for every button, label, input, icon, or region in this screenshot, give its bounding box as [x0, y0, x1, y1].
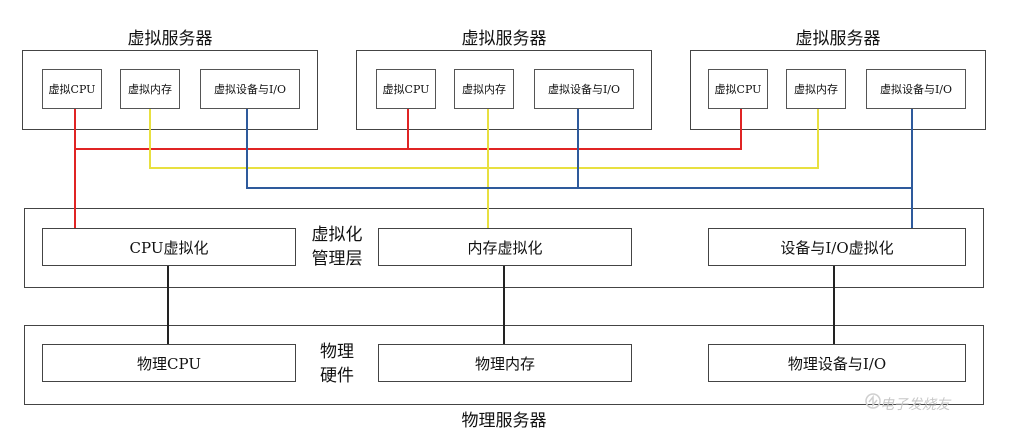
virtual-server-2-title: 虚拟服务器: [461, 29, 547, 49]
virtualization-layer-label: 虚拟化 管理层: [302, 223, 372, 271]
virtual-server-1-cpu: 虚拟CPU: [42, 69, 102, 109]
virtual-server-3-cpu: 虚拟CPU: [708, 69, 768, 109]
virtualization-layer-label-line2: 管理层: [311, 249, 363, 269]
cpu-virtualization: CPU虚拟化: [42, 228, 296, 266]
virtual-server-1-title: 虚拟服务器: [127, 29, 213, 49]
memory-virtualization: 内存虚拟化: [378, 228, 632, 266]
physical-io: 物理设备与I/O: [708, 344, 966, 382]
physical-server-title: 物理服务器: [461, 411, 547, 431]
watermark-logo-icon: [865, 393, 881, 409]
virtual-server-1-io: 虚拟设备与I/O: [200, 69, 300, 109]
virtual-server-2-io: 虚拟设备与I/O: [534, 69, 634, 109]
virtual-server-3-title: 虚拟服务器: [795, 29, 881, 49]
hardware-layer-label-line1: 物理: [320, 342, 354, 362]
virtual-server-3-io: 虚拟设备与I/O: [866, 69, 966, 109]
physical-memory: 物理内存: [378, 344, 632, 382]
virtual-server-2-cpu: 虚拟CPU: [376, 69, 436, 109]
watermark-text: 电子发烧友: [880, 397, 950, 413]
hardware-layer-label-line2: 硬件: [320, 366, 354, 386]
virtual-server-2-memory: 虚拟内存: [454, 69, 514, 109]
virtual-server-1-memory: 虚拟内存: [120, 69, 180, 109]
hardware-layer-label: 物理 硬件: [302, 340, 372, 388]
virtual-server-3-memory: 虚拟内存: [786, 69, 846, 109]
virtualization-layer-label-line1: 虚拟化: [311, 225, 363, 245]
physical-cpu: 物理CPU: [42, 344, 296, 382]
io-virtualization: 设备与I/O虚拟化: [708, 228, 966, 266]
